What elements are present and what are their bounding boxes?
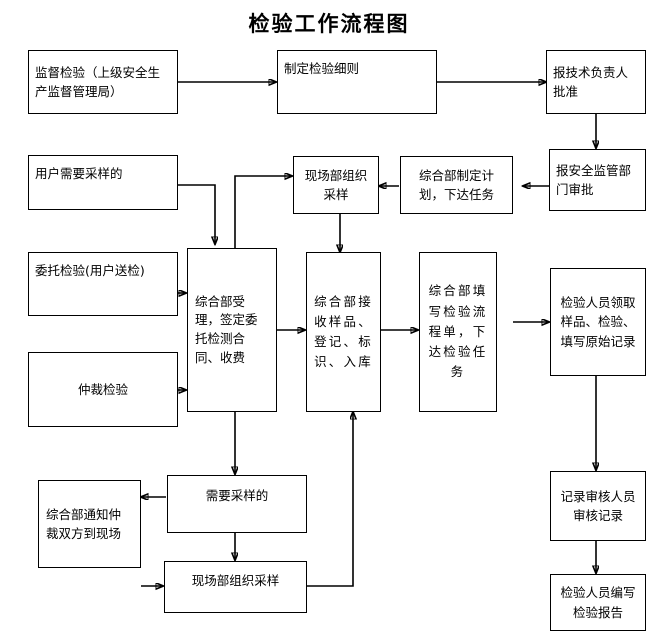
node-need-sample-low[interactable]: 需要采样的 [167,475,307,533]
node-supervise[interactable]: 监督检验（上级安全生产监督管理局） [28,50,178,114]
node-safety-approve[interactable]: 报安全监管部门审批 [549,149,646,211]
wire-siteBot-to-receive [307,412,353,587]
node-site-sampling-bot[interactable]: 现场部组织采样 [164,561,307,613]
node-entrust-test-label: 委托检验(用户送检) [35,263,145,278]
node-write-report[interactable]: 检验人员编写检验报告 [550,574,646,631]
node-user-need-sample-label: 用户需要采样的 [35,166,123,181]
node-receive-sample-label: 综合部接收样品、登记、标识、入库 [314,293,373,370]
node-arbitration-test[interactable]: 仲裁检验 [28,352,178,427]
node-supervise-label: 监督检验（上级安全生产监督管理局） [35,64,161,99]
node-plan-task[interactable]: 综合部制定计划，下达任务 [400,156,513,214]
node-write-report-label: 检验人员编写检验报告 [560,585,636,620]
node-notify-parties-label: 综合部通知仲裁双方到现场 [46,506,122,541]
node-make-rules-label: 制定检验细则 [284,61,360,76]
node-inspector-work-label: 检验人员领取样品、检验、填写原始记录 [560,294,636,349]
node-flow-sheet-label: 综合部填写检验流程单，下达检验任务 [428,283,488,380]
page-title: 检验工作流程图 [248,12,410,36]
node-make-rules[interactable]: 制定检验细则 [277,50,437,114]
node-receive-sample[interactable]: 综合部接收样品、登记、标识、入库 [306,252,381,412]
node-entrust-test[interactable]: 委托检验(用户送检) [28,252,178,316]
node-site-sampling-top-label: 现场部组织采样 [304,167,368,202]
node-notify-parties[interactable]: 综合部通知仲裁双方到现场 [38,480,141,568]
node-record-review-label: 记录审核人员审核记录 [560,488,636,523]
node-accept-contract[interactable]: 综合部受理，签定委托检测合同、收费 [187,248,277,412]
node-arbitration-test-label: 仲裁检验 [77,381,128,397]
node-accept-contract-label: 综合部受理，签定委托检测合同、收费 [195,293,258,365]
wire-accept-to-siteTop [234,176,292,248]
node-flow-sheet[interactable]: 综合部填写检验流程单，下达检验任务 [419,252,497,412]
wire-userneed-to-accept [178,184,215,244]
node-need-sample-low-label: 需要采样的 [205,488,269,503]
node-site-sampling-top[interactable]: 现场部组织采样 [293,156,379,214]
node-site-sampling-bot-label: 现场部组织采样 [191,573,280,588]
node-tech-approve[interactable]: 报技术负责人批准 [546,50,646,114]
node-plan-task-label: 综合部制定计划，下达任务 [418,167,494,202]
node-inspector-work[interactable]: 检验人员领取样品、检验、填写原始记录 [550,268,646,376]
node-record-review[interactable]: 记录审核人员审核记录 [550,471,646,541]
node-safety-approve-label: 报安全监管部门审批 [556,162,632,197]
node-user-need-sample[interactable]: 用户需要采样的 [28,155,178,210]
node-tech-approve-label: 报技术负责人批准 [553,64,629,99]
